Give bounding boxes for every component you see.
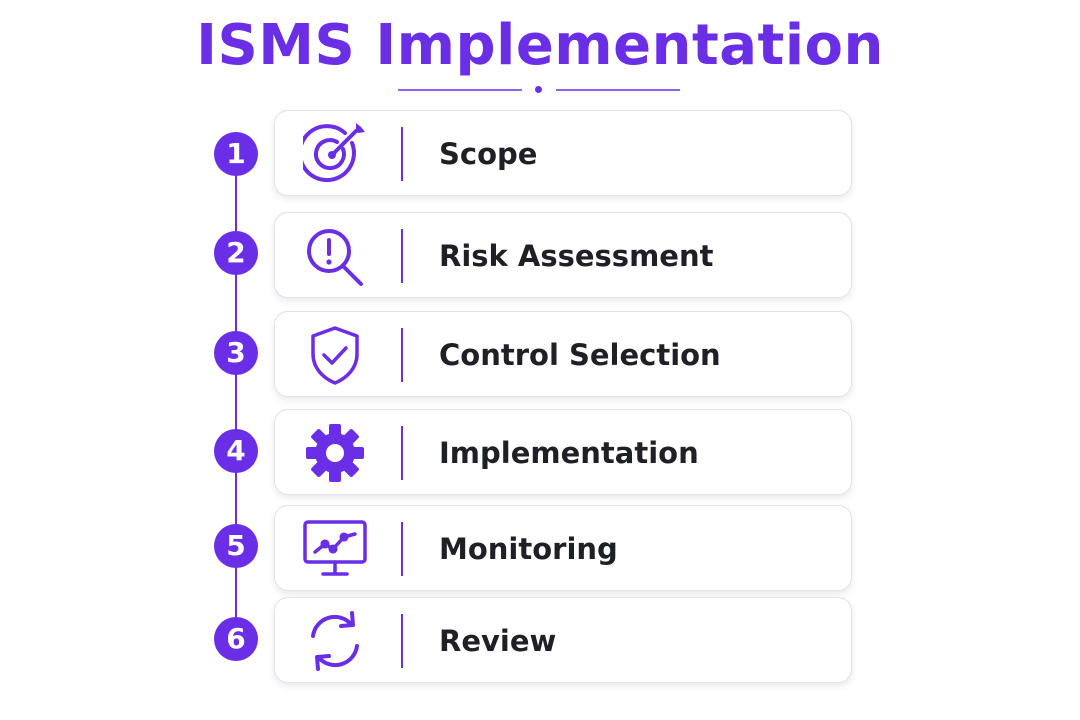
gear-icon [303,422,367,484]
step-5-separator [401,522,403,576]
step-1-card: Scope [274,110,852,196]
step-6-label: Review [439,624,557,658]
step-5-card: Monitoring [274,505,852,591]
step-4-label: Implementation [439,436,699,470]
step-3-card: Control Selection [274,311,852,397]
step-2-card: Risk Assessment [274,212,852,298]
step-3-separator [401,328,403,382]
step-2-label: Risk Assessment [439,239,714,273]
step-4-card: Implementation [274,409,852,495]
step-4-separator [401,426,403,480]
step-3-number-badge: 3 [214,331,258,375]
step-1-separator [401,127,403,181]
step-6-number-badge: 6 [214,617,258,661]
step-2-separator [401,229,403,283]
timeline-connector [235,155,237,640]
title-divider-right [556,89,680,91]
target-icon [303,123,367,185]
magnifier-alert-icon [303,225,367,287]
refresh-icon [303,610,367,672]
step-3-label: Control Selection [439,338,721,372]
step-5-label: Monitoring [439,532,618,566]
step-1-label: Scope [439,137,538,171]
title-divider-left [398,89,522,91]
monitor-chart-icon [303,518,367,580]
shield-check-icon [303,324,367,386]
page-title: ISMS Implementation [196,13,884,78]
step-2-number-badge: 2 [214,231,258,275]
step-6-card: Review [274,597,852,683]
step-4-number-badge: 4 [214,429,258,473]
title-divider-dot [535,86,542,93]
step-5-number-badge: 5 [214,524,258,568]
step-6-separator [401,614,403,668]
step-1-number-badge: 1 [214,132,258,176]
